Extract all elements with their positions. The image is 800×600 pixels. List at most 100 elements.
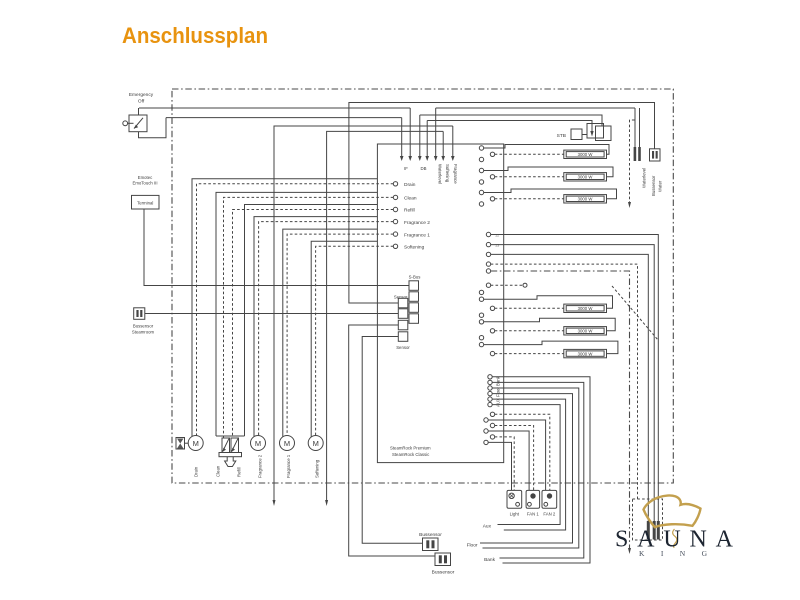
waterlevel-sensor: Waterlevel [628,108,647,208]
svg-text:M: M [313,439,319,448]
bus-stb-1 [419,114,603,126]
wire-bussensor-upper [361,336,423,544]
emotouch-terminal: Emotec EmoTouch III Terminal [131,175,409,286]
sensor-label-bottom: Sensor [396,345,410,350]
heater-4: 3000 W [563,303,607,314]
steam-icon [672,528,678,549]
svg-text:3000 W: 3000 W [578,351,594,356]
output-label-fragrance2: Fragrance 2 [404,220,430,226]
light-fan-rows [483,411,551,491]
fan2-label: FAN 2 [543,512,556,517]
pin-label-softening: Softening [445,164,450,183]
terminal-number-2: 13 [495,244,499,248]
sbus-wire [143,209,409,286]
heater-5: 3000 W [563,326,607,336]
crown-icon [642,494,702,529]
controller-left-outputs: Drain Clean Refill Fragrance 2 Fragrance… [191,178,430,439]
bus-softening-external [326,130,444,500]
drain-pump [175,437,189,450]
bussensor-water-label-1: Bussensor [651,175,656,196]
diagram-content: Emergency Off Emotec EmoTouch III Termin… [122,88,674,576]
emergency-off-terminal [122,120,129,127]
floor-run-label: Floor [467,542,478,548]
svg-text:3000 W: 3000 W [578,152,594,157]
sauna-fixtures: Light FAN 1 FAN 2 [506,489,558,517]
emergency-off-label-2: Off [138,99,145,105]
svg-text:M: M [193,439,199,448]
actuator-label-clean: Clean [216,465,221,477]
waterlevel-label: Waterlevel [642,168,647,188]
sbus-sensor-block: S-Bus Sensor Sensor [348,102,655,557]
bussensor-steamroom-label-2: Steamroom [132,330,155,335]
bussensor-water: Bussensor Water [649,148,663,196]
output-label-clean: Clean [404,196,417,202]
aux-floor-bank-vertical-label: AUX Floor Bank [496,375,501,407]
terminal-heading-1: Emotec [138,175,153,180]
heater-1: 3000 W [563,149,607,160]
cable-cross-annotation [611,285,659,341]
enclosure-border [171,88,674,484]
heater-group-bottom: 3000 W 3000 W 3000 W [478,289,619,359]
svg-text:M: M [255,439,261,448]
softening-motor: M [307,435,324,451]
actuator-label-drain: Drain [194,466,199,477]
drain-motor: M [187,435,204,451]
svg-text:3000 W: 3000 W [578,306,594,311]
stb-label: STB [557,133,566,139]
pin-label-db: DB [421,166,427,171]
pin-label-waterlevel: Waterlevel [438,164,443,184]
sbus-label: S-Bus [409,275,421,280]
fan1-label: FAN 1 [527,512,540,517]
controller-model-1: SteamRock Premium [390,446,431,451]
heater-3: 3000 W [563,194,607,204]
heater-6: 3000 W [563,348,607,359]
bussensor-lower-label: Bussensor [432,570,455,576]
actuators: M M M M Drain Clean Refill Fragrance 2 [175,435,324,478]
output-label-refill: Refill [404,208,415,214]
svg-text:3000 W: 3000 W [578,329,594,334]
heater-group-top: 3000 W 3000 W 3000 W [478,144,617,207]
emergency-off-switch: Emergency Off [122,92,167,139]
page-title: Anschlussplan [122,23,268,48]
clean-refill-valves [218,437,242,467]
terminal-box [131,194,160,210]
light-fixture: Light [506,489,523,517]
pin-arrowheads [399,156,455,161]
controller-model-2: SteamRock Classic [392,452,430,457]
fan1-fixture: FAN 1 [525,489,541,517]
sensor-label-top: Sensor [394,294,408,299]
pin-label-fragrance: Fragrance [453,164,458,184]
output-label-drain: Drain [404,182,416,188]
bus-fragrance-external [273,125,453,500]
actuator-label-fragrance2: Fragrance 2 [258,454,263,478]
bussensor-bottom-upper: Bussensor [419,532,442,551]
actuator-label-fragrance1: Fragrance 1 [286,454,291,478]
controller-top-pins: IF DB Waterlevel Softening Fragrance [139,107,635,506]
stb-limiter: STB [557,123,612,141]
light-label: Light [510,512,520,517]
bussensor-water-label-2: Water [658,180,663,192]
svg-text:3000 W: 3000 W [578,175,594,180]
heater-2: 3000 W [563,172,607,182]
bussensor-upper-label: Bussensor [419,532,442,538]
terminal-box-label: Terminal [137,201,153,206]
output-label-fragrance1: Fragrance 1 [404,232,430,238]
emergency-off-label-1: Emergency [129,92,154,98]
wire-bussensor-water [348,102,655,304]
bussensor-steamroom-label-1: Bussensor [133,324,154,329]
terminal-number-1: 12 [495,234,499,238]
fragrance1-motor: M [279,435,295,451]
wire-bussensor-lower [348,324,435,557]
fragrance2-motor: M [250,435,266,451]
bussensor-bottom-lower: Bussensor [432,552,455,576]
aux-run-label: Aux [483,524,492,530]
svg-text:3000 W: 3000 W [578,197,594,202]
actuator-label-refill: Refill [237,467,242,477]
bank-run-label: Bank [484,557,496,563]
pin-label-if: IF [404,166,408,171]
fan2-fixture: FAN 2 [541,489,558,517]
svg-text:M: M [284,439,290,448]
terminal-heading-2: EmoTouch III [132,181,157,186]
